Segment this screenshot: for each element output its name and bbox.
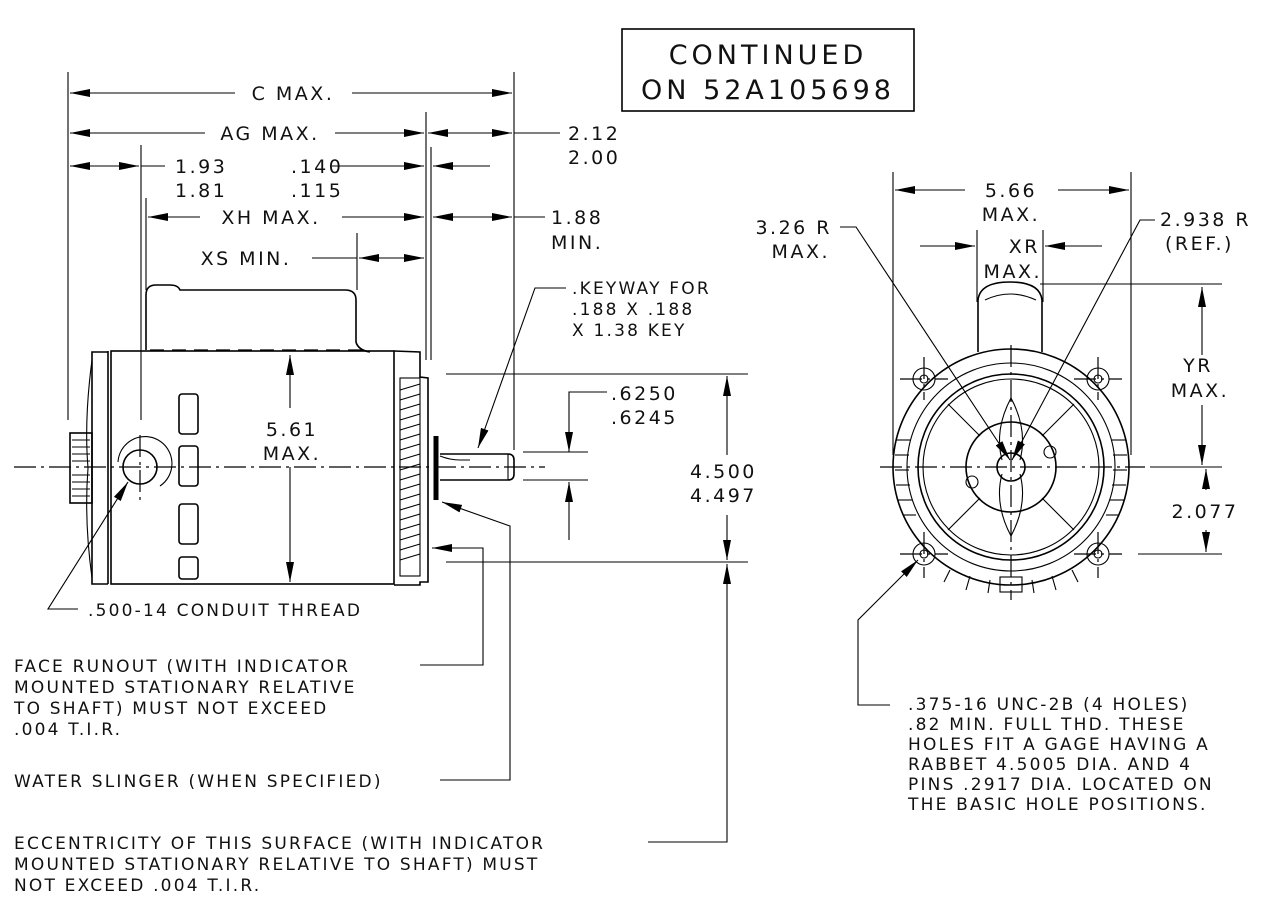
hole-note-line6: THE BASIC HOLE POSITIONS. [907,795,1208,815]
side-dimension-lines [70,89,560,262]
shaft-dia-upper: .6250 [611,383,678,405]
front-end-bell [393,350,429,586]
yr-label: MAX. [1171,380,1229,402]
c-max-label: C MAX. [252,83,335,105]
face-runout-line3: TO SHAFT) MUST NOT EXCEED [13,699,328,719]
hole-note-line5: PINS .2917 DIA. LOCATED ON [908,775,1214,795]
rabbet-dia-upper: 4.500 [690,461,757,483]
ag-max-label: AG MAX. [220,123,319,145]
keyway-line3: X 1.38 KEY [572,321,687,341]
rear-hub [69,432,93,504]
end-spokes [947,403,1075,531]
water-slinger-note: WATER SLINGER (WHEN SPECIFIED) [14,501,511,792]
keyway-line1: .KEYWAY FOR [572,279,711,299]
rear-end-bell [91,351,108,585]
hole-note-line4: RABBET 4.5005 DIA. AND 4 [908,755,1192,775]
hole-note-line1: .375-16 UNC-2B (4 HOLES) [908,695,1190,715]
motor-side-view: 5.61 MAX. [14,284,545,586]
eccentricity-line1: ECCENTRICITY OF THIS SURFACE (WITH INDIC… [14,834,545,854]
face-runout-line1: FACE RUNOUT (WITH INDICATOR [14,657,350,677]
bolt-offset-value: 2.077 [1172,501,1239,523]
continued-line2: ON 52A105698 [641,75,895,106]
face-gap-lower: .115 [291,180,343,202]
radius-ref-label: (REF.) [1165,233,1234,255]
vent-slot [178,503,199,545]
side-dimension-text: C MAX. AG MAX. 2.12 2.00 1.93 1.81 .140 … [175,83,620,270]
motor-end-view: 5.66 MAX. XR MAX. 3.26 R MAX. 2.938 R (R… [755,172,1251,706]
rabbet-dia-lower: 4.497 [690,485,757,507]
eccentricity-line3: NOT EXCEED .004 T.I.R. [14,876,261,896]
end-bell-fins [399,383,421,561]
height-value: 5.61 [266,419,318,441]
end-width-label: MAX. [982,204,1040,226]
continued-line1: CONTINUED [669,40,868,71]
left-offset-upper: 1.93 [175,156,227,178]
hole-note-line2: .82 MIN. FULL THD. THESE [908,715,1186,735]
water-slinger-label: WATER SLINGER (WHEN SPECIFIED) [14,772,383,792]
junction-box [145,284,371,353]
vent-slot [178,556,199,580]
radius-ref-value: 2.938 R [1160,209,1251,231]
face-runout-line4: .004 T.I.R. [14,720,122,740]
keyway-line2: .188 X .188 [572,300,694,320]
continued-box: CONTINUED ON 52A105698 [621,28,915,112]
face-runout-line2: MOUNTED STATIONARY RELATIVE [14,678,357,698]
conduit-callout: .500-14 CONDUIT THREAD [47,481,362,621]
end-width-value: 5.66 [985,180,1037,202]
xh-max-label: XH MAX. [221,207,320,229]
xr-label: MAX. [984,261,1042,283]
shaft-min-upper: 1.88 [551,207,603,229]
vent-slot [178,445,199,487]
housing-fins [895,439,1127,594]
yr-value: YR [1182,355,1213,377]
bolt-holes [900,357,1122,578]
shaft-dia-lower: .6245 [611,407,678,429]
side-extension-lines [67,72,515,450]
xr-value: XR [1009,236,1040,258]
face-gap-upper: .140 [291,156,343,178]
shaft-dimensions: .6250 .6245 4.500 4.497 [446,373,757,563]
radius-max-label: MAX. [772,241,830,263]
hole-note: .375-16 UNC-2B (4 HOLES) .82 MIN. FULL T… [907,695,1214,815]
conduit-label: .500-14 CONDUIT THREAD [88,601,362,621]
xs-min-label: XS MIN. [201,248,292,270]
radius-max-value: 3.26 R [755,217,832,239]
continued-box-border [621,28,915,112]
left-offset-lower: 1.81 [175,180,227,202]
shaft-ext-lower: 2.00 [568,147,620,169]
height-label: MAX. [263,443,321,465]
eccentricity-note: ECCENTRICITY OF THIS SURFACE (WITH INDIC… [14,564,731,896]
vent-slot [178,393,199,435]
hole-note-line3: HOLES FIT A GAGE HAVING A [908,735,1210,755]
shaft-ext-upper: 2.12 [568,123,620,145]
keyway-callout: .KEYWAY FOR .188 X .188 X 1.38 KEY [477,279,711,449]
face-runout-note: FACE RUNOUT (WITH INDICATOR MOUNTED STAT… [13,544,484,740]
eccentricity-line2: MOUNTED STATIONARY RELATIVE TO SHAFT) MU… [14,855,540,875]
shaft-min-lower: MIN. [551,232,603,254]
